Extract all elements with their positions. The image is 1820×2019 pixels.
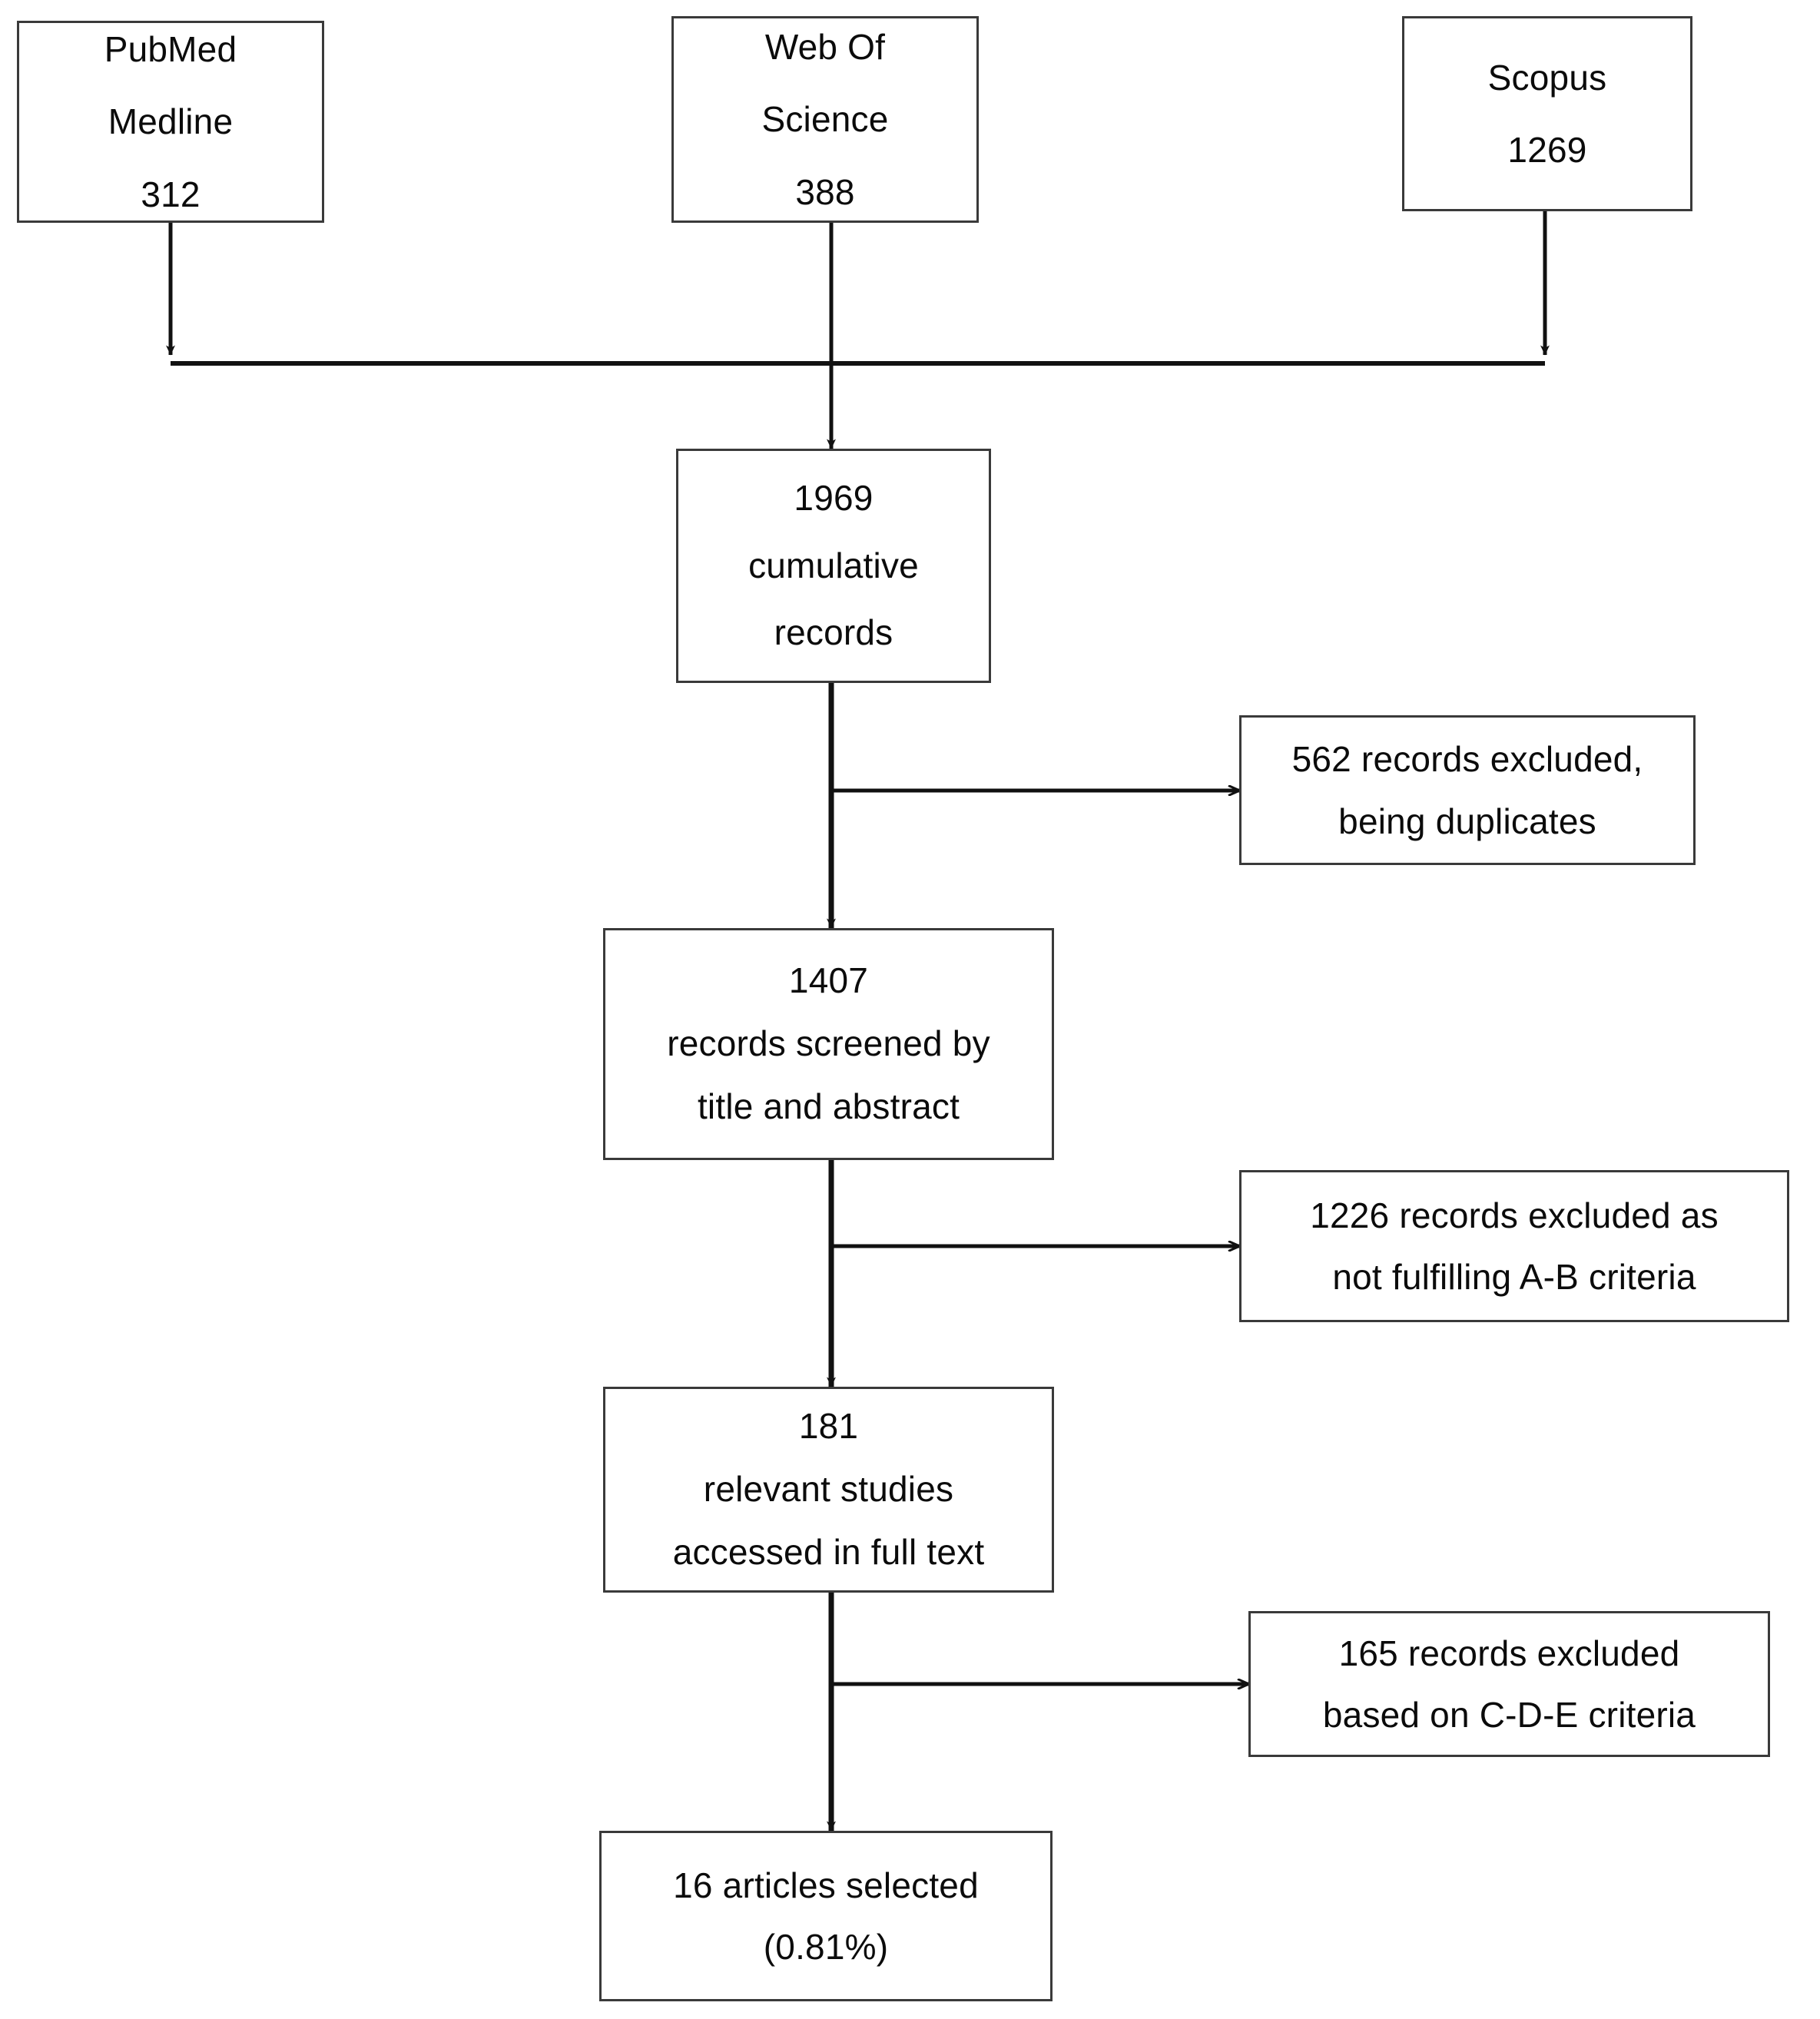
exclusion-cde-line2: based on C-D-E criteria <box>1322 1695 1696 1735</box>
source-box-web-of-science: Web Of Science 388 <box>671 16 979 223</box>
source-wos-line1: Web Of <box>764 27 886 68</box>
exclusion-cde-line1: 165 records excluded <box>1338 1633 1680 1673</box>
exclusion-ab-line1: 1226 records excluded as <box>1310 1195 1719 1235</box>
stage-relevant-line2: relevant studies <box>703 1469 954 1510</box>
stage-cumulative-line3: records <box>774 612 893 653</box>
exclusion-box-ab-criteria: 1226 records excluded as not fulfilling … <box>1239 1170 1789 1322</box>
source-pubmed-line1: PubMed <box>104 29 237 70</box>
stage-cumulative-count: 1969 <box>794 478 874 519</box>
source-box-scopus: Scopus 1269 <box>1402 16 1692 211</box>
stage-screened-line3: title and abstract <box>697 1086 960 1126</box>
source-wos-count: 388 <box>795 171 855 212</box>
exclusion-duplicates-line1: 562 records excluded, <box>1291 739 1643 779</box>
stage-selected-line1: 16 articles selected <box>673 1865 979 1905</box>
source-scopus-count: 1269 <box>1507 130 1587 170</box>
stage-cumulative-line2: cumulative <box>748 545 919 585</box>
source-wos-line2: Science <box>761 99 889 140</box>
stage-screened-count: 1407 <box>788 960 869 1001</box>
exclusion-box-cde-criteria: 165 records excluded based on C-D-E crit… <box>1248 1611 1770 1757</box>
source-scopus-line1: Scopus <box>1487 57 1607 98</box>
stage-box-articles-selected: 16 articles selected (0.81%) <box>599 1831 1053 2001</box>
stage-box-cumulative-records: 1969 cumulative records <box>676 449 991 683</box>
source-box-pubmed: PubMed Medline 312 <box>17 21 324 223</box>
stage-screened-line2: records screened by <box>667 1023 990 1064</box>
exclusion-ab-line2: not fulfilling A-B criteria <box>1332 1257 1696 1297</box>
source-pubmed-line2: Medline <box>108 101 234 142</box>
stage-selected-percent: (0.81%) <box>763 1927 889 1967</box>
stage-relevant-count: 181 <box>798 1406 859 1447</box>
stage-box-records-screened: 1407 records screened by title and abstr… <box>603 928 1054 1160</box>
source-pubmed-count: 312 <box>141 174 201 214</box>
exclusion-duplicates-line2: being duplicates <box>1338 801 1596 841</box>
stage-relevant-line3: accessed in full text <box>672 1531 985 1572</box>
exclusion-box-duplicates: 562 records excluded, being duplicates <box>1239 715 1696 865</box>
stage-box-relevant-studies: 181 relevant studies accessed in full te… <box>603 1387 1054 1593</box>
